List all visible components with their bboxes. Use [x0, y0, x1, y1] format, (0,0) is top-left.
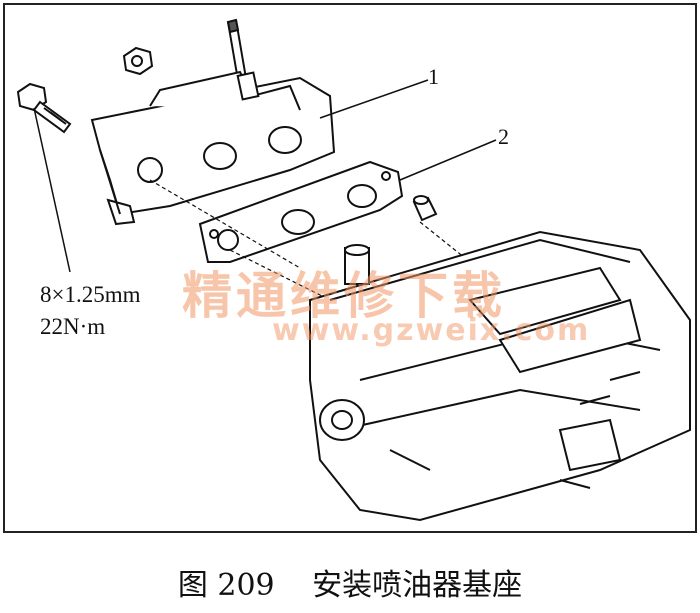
- bolt-size-label: 8×1.25mm: [40, 282, 141, 307]
- watermark-text: 精通维修下载: [182, 267, 506, 325]
- figure-title: 安装喷油器基座: [312, 568, 523, 603]
- cylinder-head: [309, 230, 691, 522]
- callout-label-1: 1: [428, 64, 439, 89]
- alignment-lines: [149, 179, 471, 301]
- nut: [122, 46, 154, 76]
- injector-base: [90, 70, 336, 226]
- figure-caption: 图 209 安装喷油器基座: [0, 560, 700, 604]
- dowel-pin: [412, 195, 438, 222]
- bolt: [16, 82, 72, 134]
- watermark-url: www.gzweix.com: [272, 313, 591, 348]
- figure-number: 图 209: [177, 568, 275, 603]
- callout-leader-1: [319, 79, 429, 119]
- illustration-border: [3, 3, 697, 533]
- bolt-leader-line: [33, 107, 71, 273]
- bolt-torque-label: 22N·m: [40, 314, 106, 339]
- gasket: [198, 160, 404, 263]
- callout-leader-2: [399, 139, 497, 181]
- callout-label-2: 2: [498, 124, 509, 149]
